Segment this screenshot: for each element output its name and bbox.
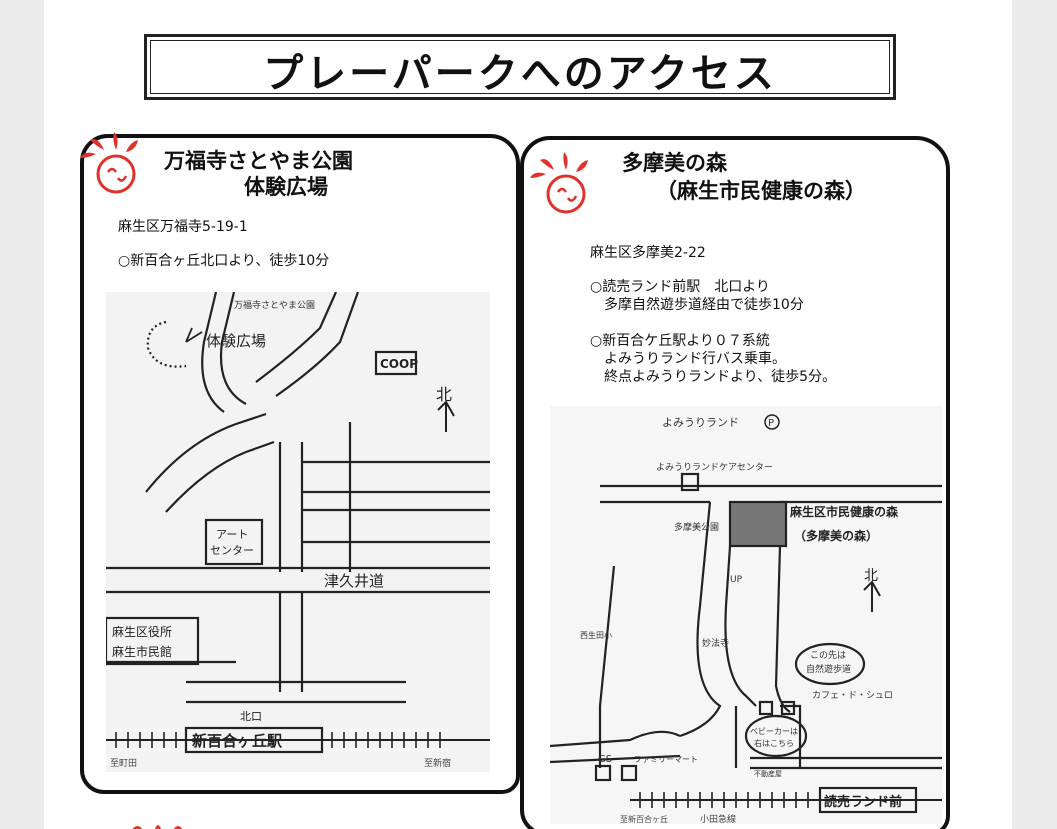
card-title-line2: （麻生市民健康の森） (656, 179, 866, 203)
map-label-shinjuku: 至新宿 (424, 757, 451, 769)
map-label-fudosan: 不動産屋 (754, 769, 782, 778)
map-label-walk2: 自然遊歩道 (806, 663, 851, 675)
access-info-2: ○新百合ケ丘駅より０７系統 よみうりランド行バス乗車。 終点よみうりランドより、… (590, 333, 837, 385)
map-label-exit: 北口 (240, 710, 262, 723)
map-label-yomiuri: よみうりランド (662, 416, 739, 429)
map-label-to-shinyuri: 至新百合ヶ丘 (620, 814, 668, 824)
map-label-family: ファミリーマート (634, 755, 698, 764)
address: 麻生区万福寺5-19-1 (118, 219, 248, 235)
card-title-line1: 万福寺さとやま公園 (164, 149, 353, 173)
sun-icon (80, 132, 138, 194)
map-label-forest1: 麻生区市民健康の森 (789, 504, 899, 519)
map-drawing: よみうりランド P よみうりランドケアセンター 麻生区市民健康の森 （多摩美の森… (550, 414, 942, 824)
map-label-tamabi-park: 多摩美公園 (674, 521, 719, 533)
map-label-cafe: カフェ・ド・シュロ (812, 690, 893, 701)
card-title-line2: 体験広場 (244, 175, 328, 199)
map-drawing: 万福寺さとやま公園 体験広場 COOP アート センター 津久井道 麻生区役所 … (106, 292, 490, 769)
map-label-road: 津久井道 (324, 572, 384, 590)
map-label-nishimichi: 西生田小 (580, 630, 612, 640)
map-label-parking: P (768, 418, 774, 429)
map-label-station: 読売ランド前 (824, 794, 902, 810)
map-label-area: 体験広場 (206, 332, 266, 350)
page: プレーパークへのアクセス 万福寺さとやま公園 体験広場 麻生区万福寺5-19-1… (44, 0, 1012, 829)
access-info-1: ○読売ランド前駅 北口より 多摩自然遊歩道経由で徒歩10分 (590, 279, 804, 313)
map-label-north: 北 (864, 568, 878, 584)
page-title: プレーパークへのアクセス (263, 51, 777, 97)
card-title-line1: 多摩美の森 (622, 151, 727, 175)
map-label-office2: 麻生市民館 (112, 644, 172, 659)
map-label-myojin: 妙法寺 (702, 637, 729, 649)
sun-icon (530, 152, 588, 214)
map-label-baby2: 右はこちら (754, 738, 794, 748)
map-label-up: UP (730, 575, 743, 585)
map-label-art1: アート (216, 528, 248, 541)
map-label-north: 北 (436, 385, 452, 404)
map-label-park: 万福寺さとやま公園 (234, 299, 315, 311)
map-manpukuji: 万福寺さとやま公園 体験広場 COOP アート センター 津久井道 麻生区役所 … (106, 292, 490, 772)
map-label-forest2: （多摩美の森） (794, 528, 878, 543)
map-label-walk1: この先は (810, 649, 846, 661)
map-label-coop: COOP (380, 357, 418, 371)
map-label-care: よみうりランドケアセンター (656, 462, 773, 473)
map-label-machida: 至町田 (110, 758, 137, 769)
map-label-art2: センター (210, 544, 254, 557)
map-label-baby1: ベビーカーは (750, 727, 798, 736)
sun-icon (132, 825, 183, 829)
map-label-gs: GS (598, 754, 612, 765)
access-info: ○新百合ヶ丘北口より、徒歩10分 (118, 253, 330, 269)
map-label-office1: 麻生区役所 (112, 624, 172, 639)
map-label-station: 新百合ヶ丘駅 (192, 732, 283, 750)
map-label-line: 小田急線 (700, 813, 736, 824)
address: 麻生区多摩美2-22 (590, 245, 706, 261)
map-tamabi: よみうりランド P よみうりランドケアセンター 麻生区市民健康の森 （多摩美の森… (550, 406, 942, 824)
page-title-box: プレーパークへのアクセス (144, 34, 896, 100)
